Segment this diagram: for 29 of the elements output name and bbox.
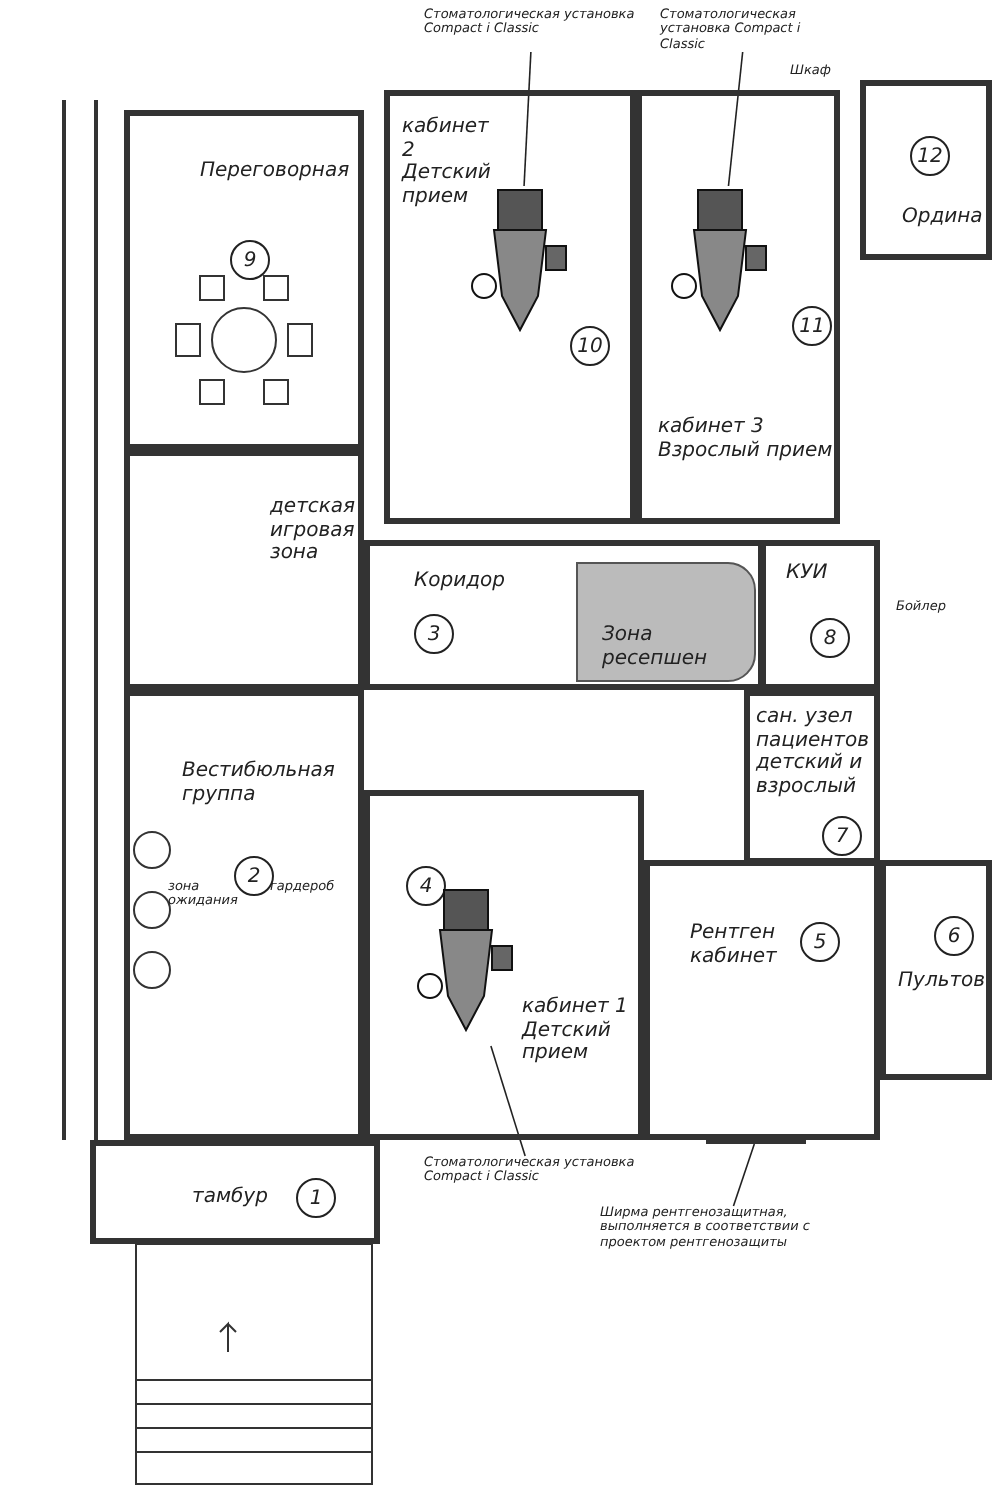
room-number: 8 <box>810 618 850 658</box>
leader-line <box>727 51 744 187</box>
room-name: Вестибюльная группа <box>182 760 337 806</box>
room-name: Коридор <box>414 570 507 593</box>
room-number: 12 <box>910 136 950 176</box>
room-number: 6 <box>934 916 974 956</box>
room-name: Зона ресепшен <box>602 624 710 670</box>
room-number: 4 <box>406 866 446 906</box>
room-number: 3 <box>414 614 454 654</box>
room-number: 7 <box>822 816 862 856</box>
room-name: Пультов <box>898 970 988 993</box>
room-name: тамбур <box>192 1186 270 1209</box>
room-name: сан. узел пациентов детский и взрослый <box>756 706 871 798</box>
room-name: кабинет 3 Взрослый прием <box>658 416 835 462</box>
room-name: КУИ <box>786 562 830 585</box>
room-number: 10 <box>570 326 610 366</box>
leader-line <box>523 51 532 187</box>
room-name: Рентген кабинет <box>690 922 779 968</box>
room-number: 11 <box>792 306 832 346</box>
room-name: кабинет 2 Детский прием <box>402 116 493 208</box>
room-name: Переговорная <box>200 160 352 183</box>
leader-line <box>490 1045 526 1157</box>
room-number: 5 <box>800 922 840 962</box>
leader-line <box>732 1143 756 1207</box>
room-number: 9 <box>230 240 270 280</box>
room-name: детская игровая зона <box>270 496 358 565</box>
room-number: 1 <box>296 1178 336 1218</box>
room-name: кабинет 1 Детский прием <box>522 996 630 1065</box>
room-name: Ордина <box>902 206 985 229</box>
